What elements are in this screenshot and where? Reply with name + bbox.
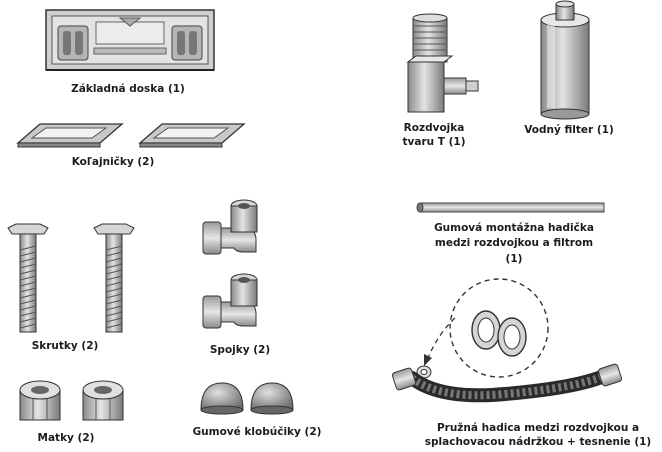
mounting-tube-label-line3: (1) — [505, 253, 523, 265]
screws-image — [7, 223, 135, 333]
connectors-image — [202, 199, 258, 329]
mounting-tube-label-line2: medzi rozdvojkou a filtrom — [434, 237, 594, 249]
screws-label: Skrutky (2) — [31, 340, 99, 352]
flex-hose-label-line2: splachovacou nádržkou + tesnenie (1) — [424, 436, 652, 448]
mounting-tube-label-line1: Gumová montážna hadička — [434, 222, 594, 234]
rubber-caps-image — [200, 382, 294, 415]
nuts-label: Matky (2) — [37, 432, 95, 444]
t-junction-label-line1: Rozdvojka — [403, 122, 465, 134]
flex-hose-image — [391, 278, 623, 403]
base-plate-image — [45, 9, 215, 71]
rubber-caps-label: Gumové klobúčiky (2) — [192, 426, 322, 438]
t-junction-image — [406, 13, 479, 113]
rails-image — [16, 123, 246, 148]
t-junction-label-line2: tvaru T (1) — [402, 136, 466, 148]
water-filter-label: Vodný filter (1) — [524, 124, 614, 136]
flex-hose-label-line1: Pružná hadica medzi rozdvojkou a — [436, 422, 640, 434]
rails-label: Koľajničky (2) — [71, 156, 155, 168]
mounting-tube-image — [416, 202, 605, 213]
water-filter-image — [540, 0, 590, 120]
connectors-label: Spojky (2) — [209, 344, 271, 356]
nuts-image — [19, 380, 124, 421]
base-plate-label: Základná doska (1) — [71, 83, 185, 95]
